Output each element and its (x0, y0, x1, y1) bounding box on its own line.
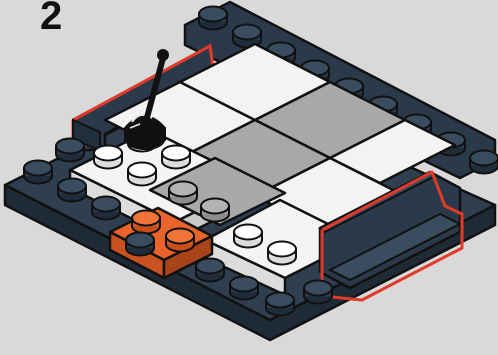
instruction-step: 2 (0, 0, 498, 355)
build-illustration (0, 0, 498, 355)
